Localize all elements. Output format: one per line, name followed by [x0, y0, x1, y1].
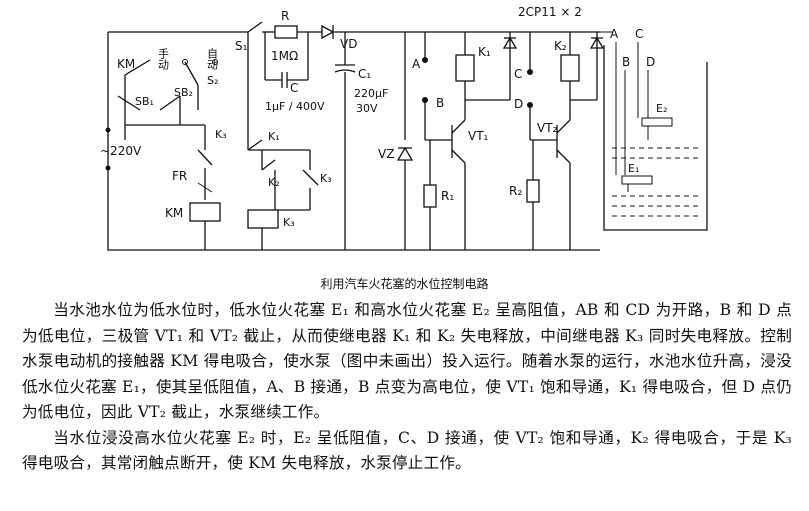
r-label: R	[281, 9, 289, 23]
tank-a-label: A	[610, 27, 619, 41]
ac-voltage-label: ~220V	[100, 144, 142, 158]
tank-d-label: D	[646, 55, 655, 69]
c-value-label: 1μF / 400V	[265, 100, 325, 113]
tank-b-label: B	[622, 55, 630, 69]
node-c-label: C	[514, 67, 522, 81]
e1-label: E₁	[628, 162, 639, 175]
vz-label: VZ	[378, 147, 394, 161]
r-value-label: 1MΩ	[271, 49, 298, 63]
s2-label: S₂	[207, 74, 218, 87]
circuit-diagram: KM 手动 自动 SB₁ SB₂ S₂ K₃ ~220V FR KM	[100, 5, 708, 251]
mains-labels: KM 手动 自动 SB₁ SB₂ S₂ K₃ ~220V FR KM	[100, 47, 227, 220]
supply-labels: S₁ R 1MΩ VD C 1μF / 400V K₁ K₂ K₃ K₃	[235, 9, 357, 229]
auto-label: 自动	[206, 48, 219, 70]
sb2-label: SB₂	[174, 86, 193, 99]
tank-c-label: C	[635, 27, 643, 41]
k2-contact-label: K₂	[268, 176, 280, 189]
c-label: C	[290, 81, 298, 95]
terminal-dot	[105, 127, 111, 133]
s1-label: S₁	[235, 39, 248, 53]
vt2-label: VT₂	[537, 121, 558, 135]
diodes-label: 2CP11 × 2	[518, 5, 582, 19]
k1-contact-label: K₁	[268, 130, 280, 143]
e2-label: E₂	[656, 102, 667, 115]
node-a-label: A	[412, 57, 421, 71]
k1-coil-label: K₁	[478, 45, 491, 59]
km-switch-label: KM	[117, 57, 135, 71]
manual-label: 手动	[157, 47, 170, 70]
tank-labels: A B C D E₂ E₁	[610, 27, 667, 175]
vd-label: VD	[340, 37, 357, 51]
k3-contact-label: K₃	[215, 128, 227, 141]
node-d-label: D	[514, 97, 523, 111]
c1-value-label: 220μF	[354, 87, 388, 100]
mains-section	[105, 31, 320, 251]
body-text: 当水池水位为低水位时，低水位火花塞 E₁ 和高水位火花塞 E₂ 呈高阻值，AB …	[22, 298, 792, 477]
vt1-label: VT₁	[468, 129, 489, 143]
c1-voltage-label: 30V	[356, 102, 378, 115]
sb1-label: SB₁	[135, 95, 154, 108]
k2-coil-label: K₂	[554, 39, 567, 53]
km-coil-label: KM	[165, 206, 183, 220]
r1-label: R₁	[441, 189, 454, 203]
node-b-label: B	[436, 96, 444, 110]
k3-contact-b-label: K₃	[320, 172, 332, 185]
k3-coil-label: K₃	[283, 216, 295, 229]
paragraph-2: 当水位浸没高水位火花塞 E₂ 时，E₂ 呈低阻值，C、D 接通，使 VT₂ 饱和…	[22, 428, 792, 473]
terminal-dot	[105, 165, 111, 171]
r2-label: R₂	[509, 184, 522, 198]
c1-label: C₁	[358, 67, 371, 81]
fr-label: FR	[172, 169, 187, 183]
water-tank	[603, 42, 708, 231]
figure-caption: 利用汽车火花塞的水位控制电路	[320, 277, 489, 291]
control-section	[320, 31, 613, 251]
paragraph-1: 当水池水位为低水位时，低水位火花塞 E₁ 和高水位火花塞 E₂ 呈高阻值，AB …	[22, 301, 792, 421]
control-labels: C₁ 220μF 30V 2CP11 × 2 A B C D VZ R₁ R₂ …	[354, 5, 582, 203]
